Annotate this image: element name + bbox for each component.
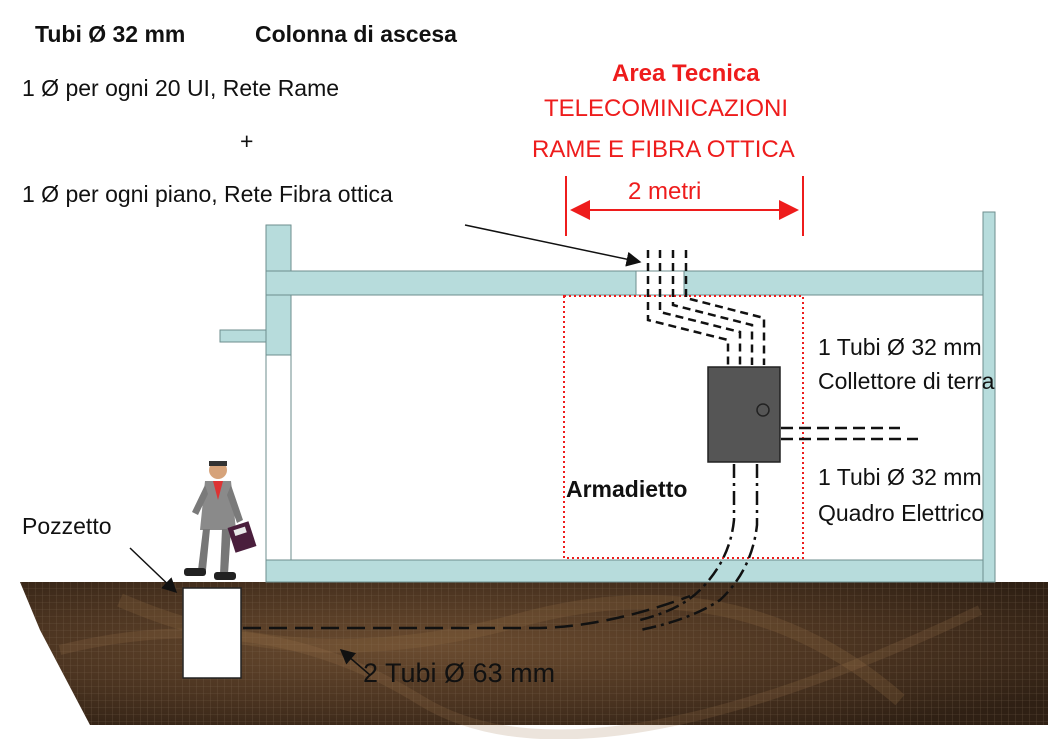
manhole-label: Pozzetto <box>22 513 112 539</box>
fiber-network-note: 1 Ø per ogni piano, Rete Fibra ottica <box>22 181 393 207</box>
businessman-figure <box>184 461 257 580</box>
earth-pipe-label: 1 Tubi Ø 32 mm <box>818 334 982 360</box>
riser-pointer-arrow <box>464 224 642 267</box>
underground-pointer-arrow <box>339 649 371 676</box>
title-riser: Colonna di ascesa <box>255 21 457 47</box>
underground-pipes <box>243 594 691 630</box>
cabinet-knob <box>756 403 770 417</box>
title-pipes: Tubi Ø 32 mm <box>35 21 186 47</box>
left-parapet <box>265 224 292 272</box>
electric-panel-label: Quadro Elettrico <box>818 500 985 526</box>
balcony-ledge <box>219 329 267 343</box>
left-wall-upper <box>265 294 292 356</box>
underground-pipes-label: 2 Tubi Ø 63 mm <box>363 658 556 688</box>
technical-area-line2: RAME E FIBRA OTTICA <box>532 136 795 163</box>
left-wall-lower <box>265 354 292 561</box>
technical-area-title: Area Tecnica <box>612 60 760 87</box>
earth-collector-pipe <box>781 426 918 441</box>
upper-floor-slab <box>265 270 994 296</box>
plus-sign: + <box>240 128 254 154</box>
cabinet-box <box>707 366 781 463</box>
manhole-box <box>182 587 242 679</box>
copper-network-note: 1 Ø per ogni 20 UI, Rete Rame <box>22 75 340 101</box>
width-label: 2 metri <box>628 178 702 205</box>
ground-floor-slab <box>265 559 994 583</box>
ground <box>20 582 1048 739</box>
panel-pipe-label: 1 Tubi Ø 32 mm <box>818 464 982 490</box>
width-dimension <box>565 176 804 236</box>
manhole-pointer-arrow <box>129 547 178 594</box>
technical-area-line1: TELECOMINICAZIONI <box>544 95 789 122</box>
cabinet-label: Armadietto <box>566 476 688 502</box>
descent-pipes <box>639 464 759 632</box>
riser-pipes <box>646 250 766 365</box>
right-wall <box>982 211 996 583</box>
earth-collector-label: Collettore di terra <box>818 368 995 394</box>
